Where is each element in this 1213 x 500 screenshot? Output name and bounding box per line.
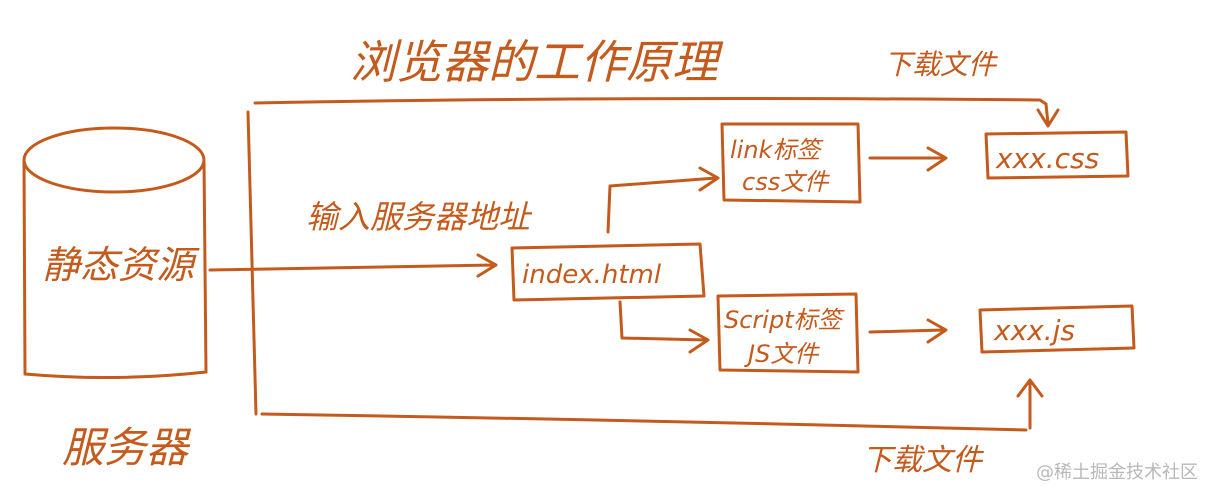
server-cylinder	[22, 126, 208, 380]
watermark: @稀土掘金技术社区	[1036, 462, 1198, 483]
js-file-label: xxx.js	[993, 314, 1075, 347]
branch-to-script	[618, 300, 710, 354]
arrow-to-css	[868, 146, 948, 172]
input-address-label: 输入服务器地址	[306, 198, 533, 236]
diagram-title: 浏览器的工作原理	[350, 35, 724, 89]
arrow-to-js	[868, 318, 948, 344]
download-top-label: 下载文件	[884, 48, 998, 81]
script-tag-line2: JS文件	[744, 340, 820, 368]
download-top-arrow	[1036, 102, 1060, 128]
link-tag-box	[720, 122, 862, 204]
server-bracket	[246, 110, 258, 416]
css-file-label: xxx.css	[995, 142, 1099, 175]
title-underline	[253, 97, 1048, 106]
link-tag-line1: link标签	[730, 136, 824, 164]
static-resource-label: 静态资源	[42, 243, 200, 287]
index-html-box	[510, 242, 706, 302]
index-html-label: index.html	[522, 260, 662, 290]
download-bottom-arrow	[1016, 378, 1044, 430]
link-tag-line2: css文件	[742, 168, 830, 196]
server-caption: 服务器	[62, 423, 192, 472]
bottom-download-line	[260, 412, 1028, 432]
request-arrow	[208, 253, 498, 278]
script-tag-line1: Script标签	[724, 306, 846, 334]
branch-to-link	[606, 166, 720, 234]
script-tag-box	[716, 292, 860, 374]
js-file-box	[978, 304, 1136, 354]
css-file-box	[984, 130, 1130, 180]
download-bottom-label: 下载文件	[862, 443, 985, 478]
